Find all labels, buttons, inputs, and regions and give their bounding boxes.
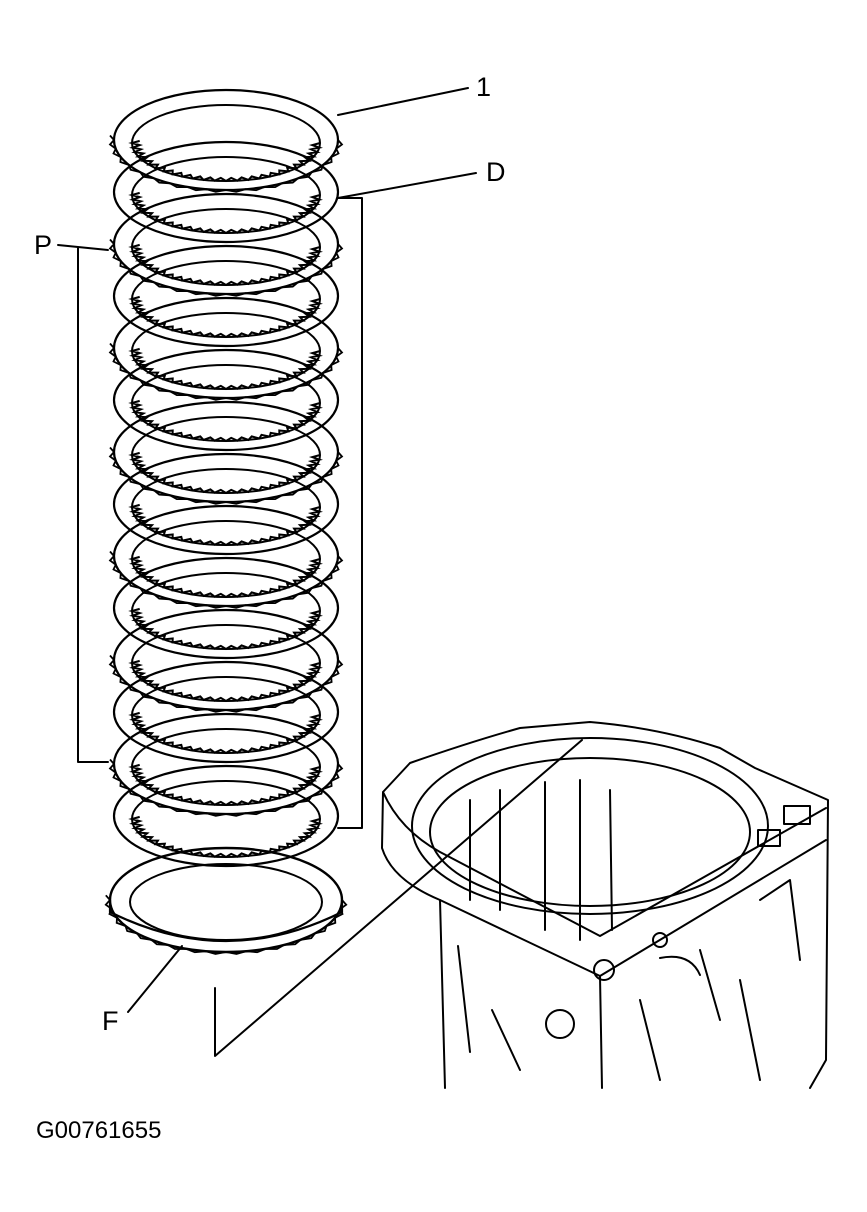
ring-inner-edge <box>131 780 321 858</box>
install-arrow <box>214 739 583 1057</box>
ring-teeth <box>128 815 323 859</box>
clutch-stack <box>104 88 348 955</box>
plate-lugs <box>108 758 344 817</box>
leader-lines <box>57 87 583 1057</box>
friction-disc <box>112 556 340 660</box>
friction-disc <box>112 764 340 868</box>
friction-disc <box>112 244 340 348</box>
friction-disc <box>112 140 340 244</box>
friction-disc <box>112 348 340 452</box>
flange-plate <box>104 846 348 955</box>
ring-outer-edge <box>112 348 340 452</box>
label-top-plate: 1 <box>476 72 491 102</box>
case-boss-3 <box>652 932 668 948</box>
case-ribs <box>457 779 801 1081</box>
case-front-face <box>439 839 827 1089</box>
plate-lugs <box>108 134 344 193</box>
case-block <box>783 805 811 825</box>
label-discs: D <box>486 157 506 187</box>
ring-teeth <box>128 607 323 651</box>
plate-lugs <box>108 446 344 505</box>
plate-lugs <box>108 550 344 609</box>
plate-lugs <box>108 654 344 713</box>
bracket-discs <box>337 197 363 829</box>
friction-disc <box>112 660 340 764</box>
ring-teeth <box>128 191 323 235</box>
case-bore-outer <box>411 737 769 915</box>
ring-outer-edge <box>112 556 340 660</box>
leader-plates <box>57 244 109 251</box>
transmission-case <box>381 721 829 1089</box>
ring-teeth <box>128 295 323 339</box>
case-flange-outline <box>381 721 829 1089</box>
ring-teeth <box>128 711 323 755</box>
ring-outer-edge <box>112 764 340 868</box>
friction-disc <box>112 452 340 556</box>
case-bore-inner <box>429 757 751 907</box>
ring-teeth <box>128 347 323 391</box>
leader-top-plate <box>337 87 469 116</box>
ring-teeth <box>128 139 323 183</box>
flange-inner-edge <box>129 863 323 941</box>
case-boss-2 <box>593 959 615 981</box>
leader-flange <box>127 945 183 1013</box>
ring-outer-edge <box>112 660 340 764</box>
flange-thickness <box>108 900 344 943</box>
ring-teeth <box>128 763 323 807</box>
leader-discs <box>337 172 477 199</box>
ring-teeth <box>128 659 323 703</box>
ring-outer-edge <box>112 452 340 556</box>
case-boss <box>545 1009 575 1039</box>
ring-teeth <box>128 399 323 443</box>
ring-teeth <box>128 555 323 599</box>
label-flange: F <box>102 1006 119 1036</box>
case-block-2 <box>757 829 781 847</box>
plate-lugs <box>108 238 344 297</box>
flange-lugs <box>104 894 348 955</box>
ring-outer-edge <box>112 140 340 244</box>
bracket-plates <box>77 247 109 763</box>
ring-teeth <box>128 451 323 495</box>
ring-outer-edge <box>112 244 340 348</box>
ring-teeth <box>128 503 323 547</box>
ring-teeth <box>128 243 323 287</box>
plate-lugs <box>108 342 344 401</box>
label-plates: P <box>34 230 52 260</box>
figure-id: G00761655 <box>36 1117 161 1144</box>
